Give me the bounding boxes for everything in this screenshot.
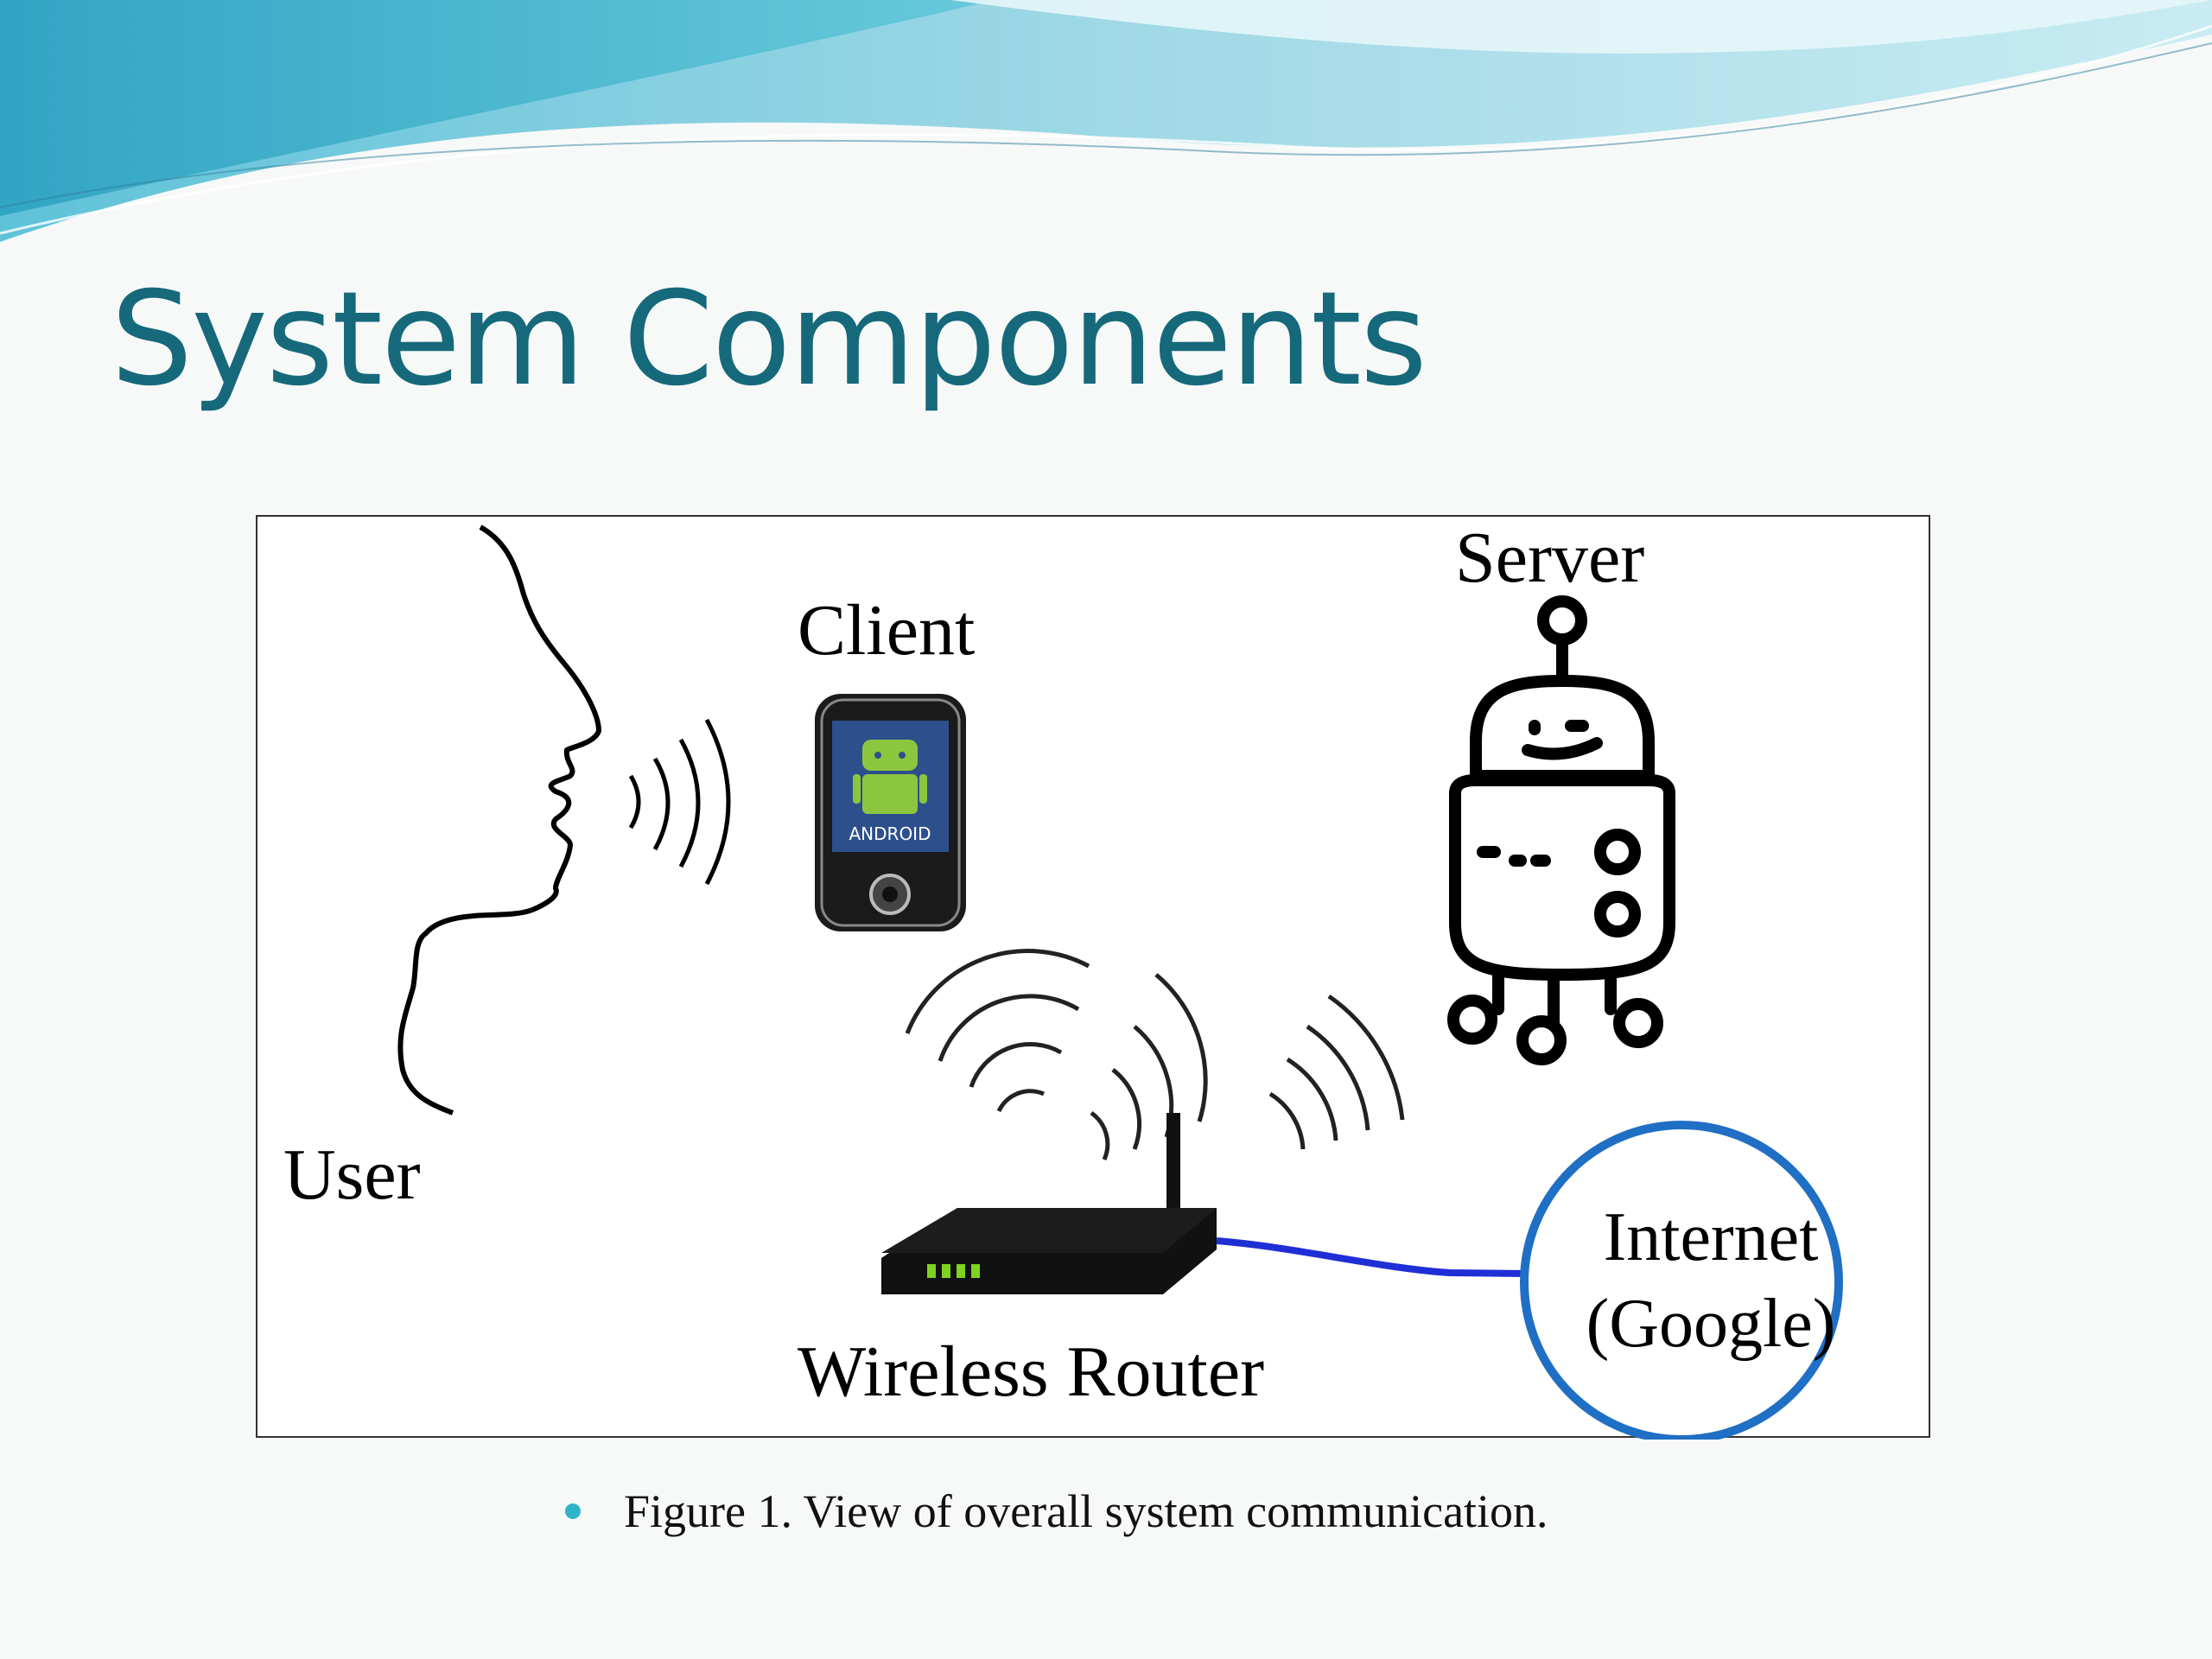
network-cable-line — [1217, 1241, 1528, 1274]
server-label: Server — [1455, 522, 1644, 594]
wifi-signal-icon — [907, 951, 1402, 1160]
header-wave-banner — [0, 0, 2212, 259]
bullet-icon — [565, 1503, 581, 1519]
robot-icon — [1453, 601, 1669, 1059]
face-profile-icon — [400, 527, 599, 1113]
client-label: Client — [798, 594, 975, 667]
internet-label-line1: Internet — [1547, 1194, 1875, 1281]
internet-label-line2: (Google) — [1547, 1281, 1875, 1367]
router-icon — [881, 1113, 1217, 1294]
user-label: User — [283, 1139, 421, 1211]
voice-waves-icon — [631, 720, 728, 884]
system-diagram: ANDROID — [256, 515, 1930, 1438]
slide-title: System Components — [111, 275, 1426, 404]
figure-caption: Figure 1. View of overall system communi… — [624, 1484, 1548, 1538]
caption-list-item: Figure 1. View of overall system communi… — [565, 1484, 1548, 1538]
android-screen-text: ANDROID — [849, 823, 931, 844]
internet-label: Internet (Google) — [1547, 1194, 1875, 1367]
android-phone-icon: ANDROID — [815, 694, 966, 931]
router-label: Wireless Router — [798, 1336, 1264, 1408]
